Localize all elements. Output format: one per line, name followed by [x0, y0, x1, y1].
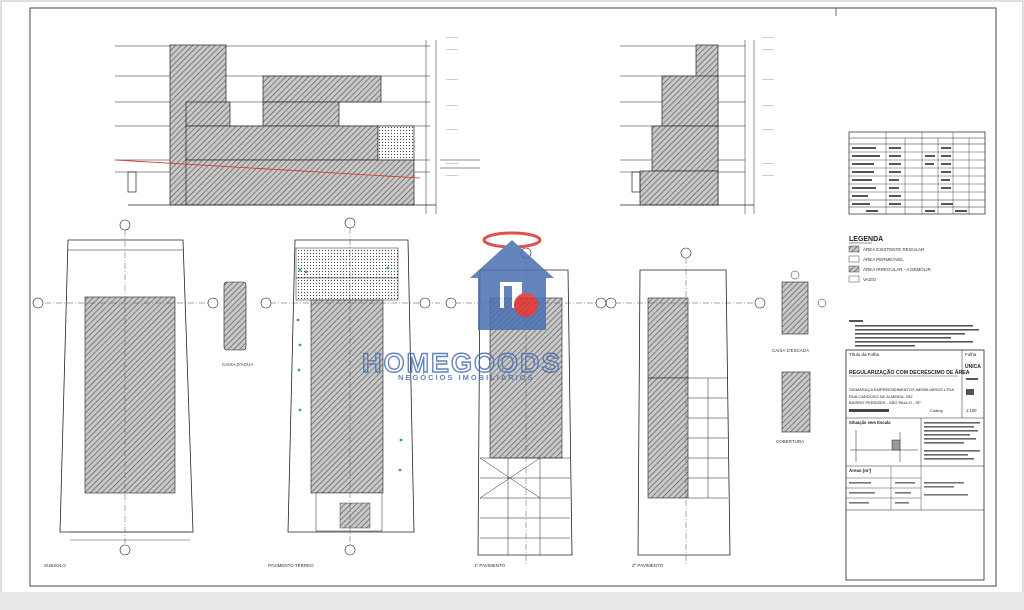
areas-label: Áreas (m²)	[849, 467, 872, 473]
label-caixa-dagua: CAIXA D'ÁGUA	[222, 361, 253, 367]
svg-text:———: ———	[446, 76, 458, 81]
plan-subsolo: SUBSOLO	[32, 219, 219, 568]
bottom-strip	[0, 592, 1024, 610]
svg-text:———: ———	[762, 76, 774, 81]
watermark-tagline: NEGÓCIOS IMOBILIÁRIOS	[398, 373, 535, 382]
label-primeiro-pavimento: 1º PAVIMENTO	[474, 563, 506, 568]
legend: LEGENDA ÁREA EXISTENTE REGULAR ÁREA PERM…	[848, 236, 932, 283]
svg-text:———: ———	[446, 34, 458, 39]
area-table	[848, 131, 986, 215]
label-subsolo: SUBSOLO	[44, 563, 66, 568]
label-pavimento-terreo: PAVIMENTO TÉRREO	[268, 562, 314, 568]
title-block: Título da Folha Folha ÚNICA REGULARIZAÇÃ…	[845, 349, 985, 581]
svg-text:———: ———	[762, 46, 774, 51]
title-label: Título da Folha	[849, 352, 880, 357]
label-segundo-pavimento: 2º PAVIMENTO	[632, 563, 664, 568]
plan-segundo-pavimento: 2º PAVIMENTO	[605, 247, 766, 568]
svg-text:———: ———	[446, 126, 458, 131]
sheet-label: Folha	[965, 352, 977, 357]
location-label: Situação sem Escala	[849, 420, 891, 425]
address-line-1: RUA CARDOSO DE ALMEIDA, 252	[849, 394, 913, 399]
svg-text:———: ———	[446, 46, 458, 51]
svg-text:———: ———	[762, 160, 774, 165]
section-a: ——— ——— ——— ——— ——— ——— ———	[114, 34, 480, 214]
legend-title: LEGENDA	[849, 236, 883, 243]
plan-caixa-dagua: CAIXA D'ÁGUA	[222, 281, 253, 367]
plan-pavimento-terreo: PAVIMENTO TÉRREO	[260, 217, 440, 568]
project-title: REGULARIZAÇÃO COM DECRÉSCIMO DE ÁREA	[849, 368, 970, 376]
watermark-brand: HOMEGOODS	[362, 348, 562, 378]
legend-item-1: ÁREA EXISTENTE REGULAR	[863, 246, 925, 252]
legend-item-4: VAZIO	[863, 277, 877, 282]
sheet-border	[29, 7, 997, 587]
label-caixa-escada: CAIXA D'ESCADA	[772, 348, 809, 353]
scale-value: 1:100	[966, 408, 977, 413]
watermark: HOMEGOODS NEGÓCIOS IMOBILIÁRIOS	[361, 231, 562, 382]
notes-block	[849, 320, 979, 347]
legend-item-3: ÁREA IRREGULAR - A DEMOLIR	[863, 266, 932, 272]
svg-text:———: ———	[762, 126, 774, 131]
legend-item-2: ÁREA PERMEÁVEL	[863, 256, 904, 262]
sheet-value: ÚNICA	[965, 363, 981, 370]
owner-name: SIGMARAÇA EMPREENDIMENTOS IMOBILIÁRIOS L…	[849, 387, 954, 392]
svg-text:———: ———	[446, 102, 458, 107]
svg-text:———: ———	[762, 34, 774, 39]
address-line-2: BAIRRO PERDIZES - SÃO PAULO - SP	[849, 400, 921, 405]
label-cobertura: COBERTURA	[776, 439, 804, 444]
svg-text:———: ———	[446, 160, 458, 165]
codlog-label: Codlog	[930, 408, 943, 413]
section-b: ——— ——— ——— ——— ——— ——— ———	[620, 34, 774, 214]
svg-text:———: ———	[762, 172, 774, 177]
plan-cobertura: COBERTURA	[776, 371, 811, 444]
svg-text:———: ———	[446, 172, 458, 177]
svg-text:———: ———	[762, 102, 774, 107]
plan-caixa-escada: CAIXA D'ESCADA	[772, 270, 827, 353]
